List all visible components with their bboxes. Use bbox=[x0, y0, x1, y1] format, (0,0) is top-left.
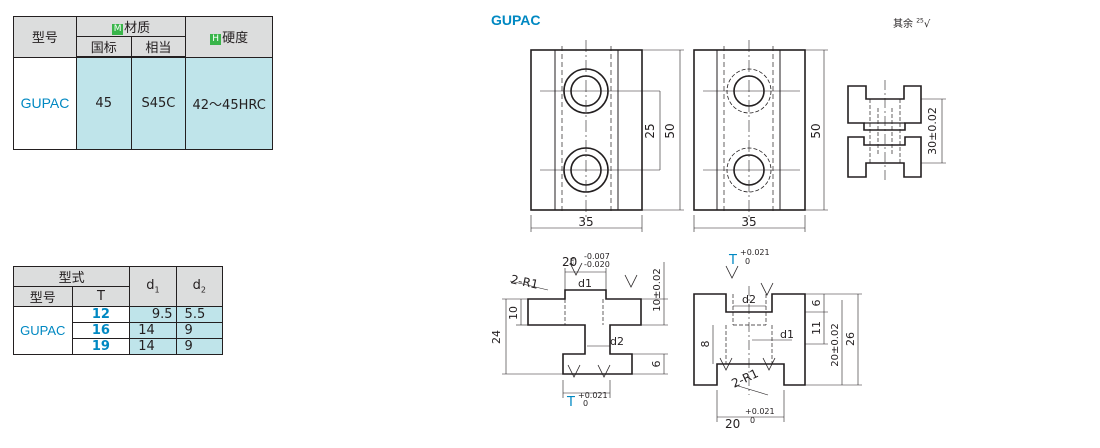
size-d1-1: 14 bbox=[129, 322, 177, 339]
size-d2-2: 9 bbox=[175, 338, 224, 355]
size-table: 型式 d1 d2 型号 T GUPAC 12 9.5 5.5 16 14 9 1… bbox=[12, 266, 224, 355]
dim-top-tol-lower: -0.020 bbox=[584, 260, 610, 269]
dim-side-height: 30±0.02 bbox=[926, 107, 939, 155]
dim-height-a: 50 bbox=[663, 123, 677, 138]
size-d1-2: 14 bbox=[129, 338, 177, 355]
hardness-badge-icon: H bbox=[210, 34, 222, 46]
dim-h8: 8 bbox=[699, 341, 712, 348]
dim-radius-b: 2-R1 bbox=[729, 366, 760, 390]
header-d2: d2 bbox=[175, 266, 224, 307]
dim-T-tol-a-up: +0.021 bbox=[578, 391, 608, 400]
dim-T-tol-a-lo: 0 bbox=[583, 399, 588, 408]
back-view bbox=[693, 40, 828, 232]
row-gb: 45 bbox=[75, 56, 132, 150]
header-T: T bbox=[71, 286, 131, 307]
dim-radius-a: 2-R1 bbox=[509, 272, 539, 292]
drawing-title: GUPAC bbox=[491, 12, 541, 28]
header-model: 型号 bbox=[13, 16, 77, 58]
dim-width-a: 35 bbox=[578, 215, 593, 229]
dim-bot-width: 20 bbox=[725, 417, 740, 431]
dim-h11: 11 bbox=[810, 321, 823, 335]
material-badge-icon: M bbox=[112, 24, 124, 35]
dim-d1-a: d1 bbox=[578, 277, 592, 290]
dim-T-tol-b-up: +0.021 bbox=[740, 248, 770, 257]
dim-d2-a: d2 bbox=[610, 335, 624, 348]
rough-small-a: 1.6 bbox=[569, 257, 576, 266]
dim-top-width: 20 bbox=[562, 255, 577, 269]
dim-h6b: 6 bbox=[810, 300, 823, 307]
dim-T-b: T bbox=[728, 253, 737, 268]
header-d1: d1 bbox=[129, 266, 177, 307]
dim-h10tol: 10±0.02 bbox=[652, 268, 663, 311]
row-hardness: 42～45HRC bbox=[185, 56, 273, 150]
dim-h6a: 6 bbox=[650, 361, 663, 368]
dim-d1-b: d1 bbox=[780, 328, 794, 341]
header-gb: 国标 bbox=[75, 36, 132, 58]
row-equiv: S45C bbox=[130, 56, 187, 150]
header-type: 型式 bbox=[12, 266, 131, 287]
row-model: GUPAC bbox=[13, 56, 77, 150]
dim-bot-tol-up: +0.021 bbox=[745, 407, 775, 416]
dim-h20tol: 20±0.02 bbox=[830, 323, 841, 366]
dim-h24: 24 bbox=[490, 330, 503, 344]
dim-height-b: 50 bbox=[809, 123, 823, 138]
dim-top-tol-upper: -0.007 bbox=[584, 252, 610, 261]
size-d2-0: 5.5 bbox=[175, 306, 224, 323]
dim-h26: 26 bbox=[844, 332, 857, 346]
detail-view-a bbox=[502, 262, 668, 398]
size-model: GUPAC bbox=[13, 306, 73, 355]
dim-width-b: 35 bbox=[741, 215, 756, 229]
dim-d2-b: d2 bbox=[742, 293, 756, 306]
size-d1-0: 9.5 bbox=[129, 306, 177, 323]
dim-T-tol-b-lo: 0 bbox=[745, 257, 750, 266]
roughness-note: 其余 25√ bbox=[893, 17, 931, 30]
header-equiv: 相当 bbox=[130, 36, 187, 58]
dim-h10: 10 bbox=[507, 306, 520, 320]
detail-view-b bbox=[693, 265, 862, 422]
side-view bbox=[847, 80, 946, 182]
front-view bbox=[530, 40, 684, 232]
roughness-check-icon: √ bbox=[923, 19, 931, 30]
size-T-2: 19 bbox=[71, 338, 131, 355]
dim-T-a: T bbox=[566, 395, 575, 410]
dim-pitch: 25 bbox=[643, 123, 657, 138]
dim-bot-tol-lo: 0 bbox=[750, 416, 755, 425]
